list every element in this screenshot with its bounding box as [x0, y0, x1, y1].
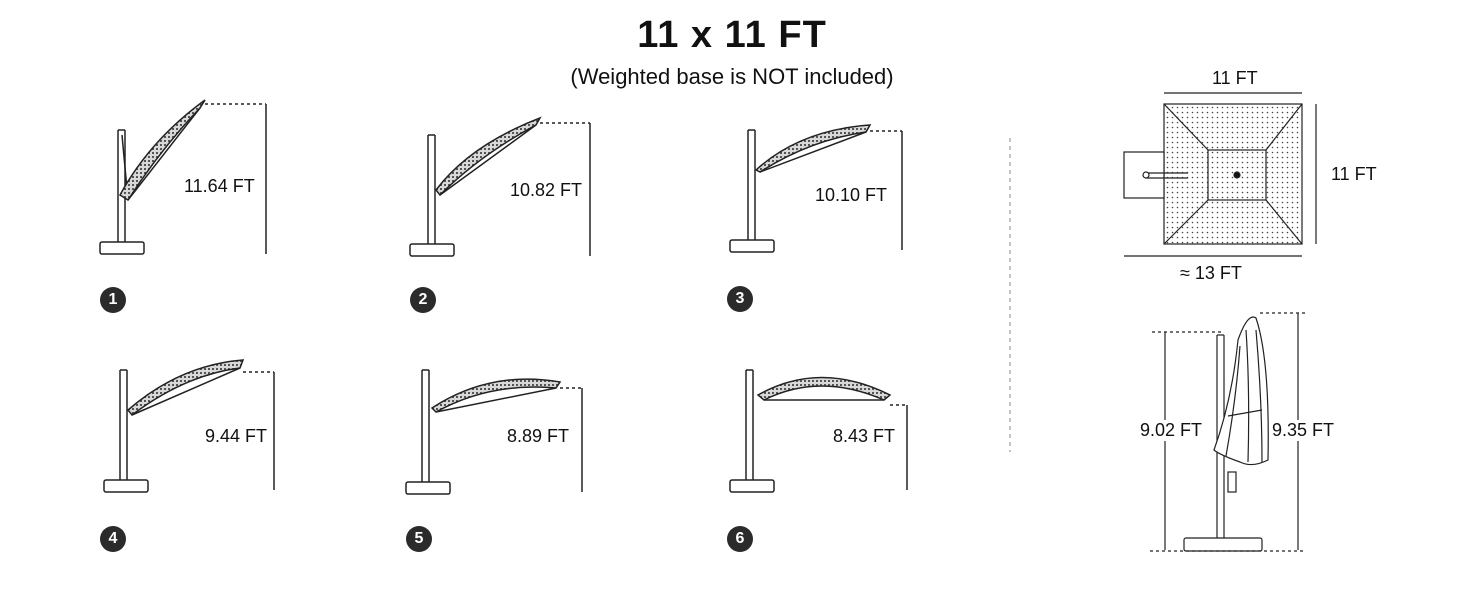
- height-label-1: 11.64 FT: [184, 176, 255, 196]
- side-view-diagram: [1150, 312, 1305, 552]
- position-badge-4: 4: [100, 526, 126, 552]
- closed-height-label: 9.35 FT: [1272, 420, 1335, 441]
- umbrella-position-4: [103, 359, 275, 493]
- height-label-3: 10.10 FT: [815, 185, 888, 205]
- height-label-5: 8.89 FT: [507, 426, 570, 446]
- umbrella-position-1: [99, 99, 267, 255]
- canopy-width-label: 11 FT: [1212, 68, 1258, 88]
- position-badge-1: 1: [100, 287, 126, 313]
- umbrella-position-5: [405, 369, 583, 495]
- page-subtitle: (Weighted base is NOT included): [570, 64, 894, 89]
- height-label-4: 9.44 FT: [205, 426, 268, 446]
- umbrella-position-6: [729, 369, 908, 493]
- top-view-diagram: [1123, 92, 1317, 257]
- canopy-depth-label: 11 FT: [1331, 164, 1377, 184]
- umbrella-position-3: [729, 124, 903, 253]
- height-label-2: 10.82 FT: [510, 180, 583, 200]
- pole-height-label: 9.02 FT: [1140, 420, 1203, 441]
- height-label-6: 8.43 FT: [833, 426, 896, 446]
- position-badge-2: 2: [410, 287, 436, 313]
- position-badge-3: 3: [727, 286, 753, 312]
- position-badge-6: 6: [727, 526, 753, 552]
- umbrella-position-2: [409, 116, 591, 257]
- total-width-label: ≈ 13 FT: [1180, 263, 1242, 283]
- page-title: 11 x 11 FT: [637, 14, 827, 56]
- position-badge-5: 5: [406, 526, 432, 552]
